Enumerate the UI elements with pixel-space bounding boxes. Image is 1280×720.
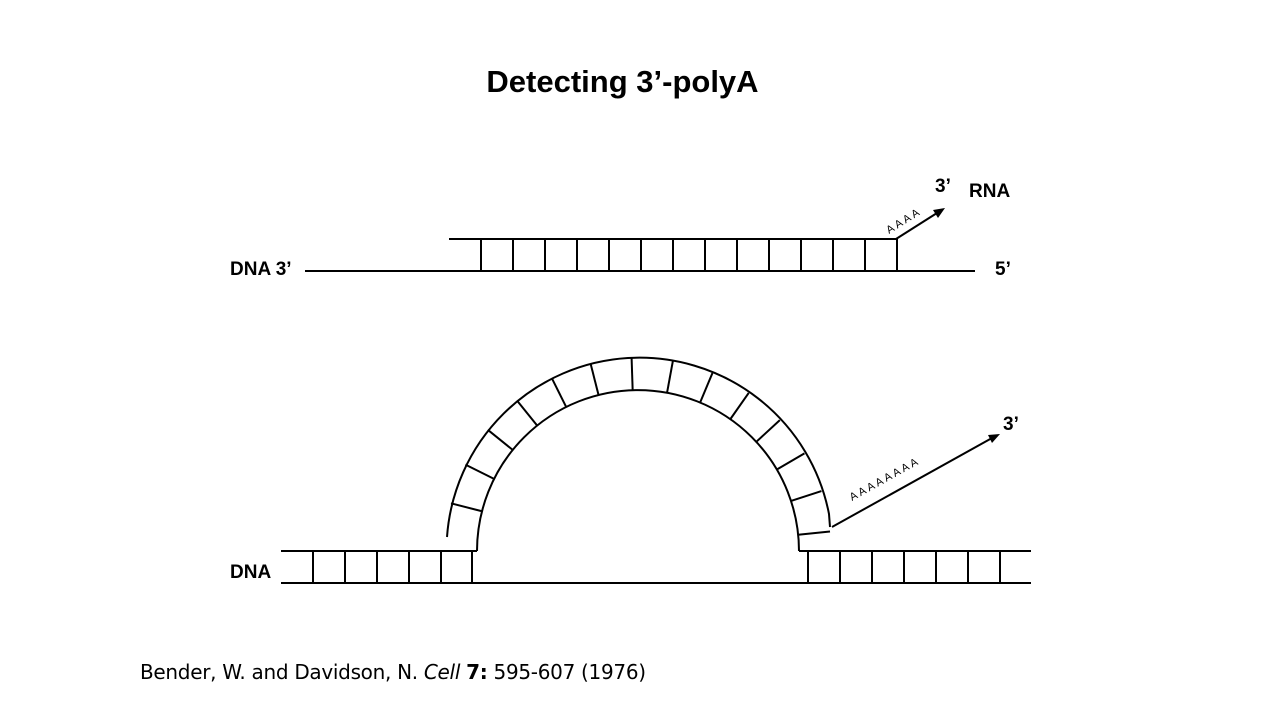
citation-authors: Bender, W. and Davidson, N. xyxy=(140,660,418,684)
rung xyxy=(776,452,805,471)
dna-3-label: DNA 3’ xyxy=(230,259,292,280)
citation-pages: 595-607 (1976) xyxy=(493,660,647,684)
rna-label: RNA xyxy=(969,181,1011,202)
arrowhead xyxy=(988,434,1000,443)
rung xyxy=(630,358,634,391)
polya-tail-arrow xyxy=(895,212,938,240)
citation-volume: 7: xyxy=(466,660,488,684)
r-loop-diagram xyxy=(281,356,1031,584)
arrowhead xyxy=(933,208,945,218)
polya-label-top: AAAA xyxy=(884,206,924,237)
top-hybrid-diagram xyxy=(305,208,975,272)
displaced-dna-loop xyxy=(476,389,800,552)
base-pair-rungs xyxy=(312,358,1001,583)
rung xyxy=(516,399,538,427)
citation-journal: Cell xyxy=(423,660,461,684)
rung xyxy=(550,377,568,408)
citation: Bender, W. and Davidson, N. Cell 7: 595-… xyxy=(140,660,646,684)
rung xyxy=(450,502,483,513)
rung xyxy=(589,363,600,396)
base-pair-rungs xyxy=(480,239,898,271)
rung xyxy=(666,360,674,393)
polya-tail-arrow xyxy=(831,437,993,528)
rung xyxy=(487,429,514,451)
rna-arc xyxy=(446,356,831,538)
dna-5-label: 5’ xyxy=(995,259,1011,280)
rung xyxy=(798,530,831,536)
rung xyxy=(755,419,781,443)
rna-3-label-bottom: 3’ xyxy=(1003,414,1019,435)
rung xyxy=(699,372,714,403)
slide-title: Detecting 3’-polyA xyxy=(486,64,759,99)
rung xyxy=(729,392,750,420)
polya-label-bottom: AAAAAAAA xyxy=(848,455,923,504)
rna-3-label: 3’ xyxy=(935,176,951,197)
dna-label-bottom: DNA xyxy=(230,562,272,583)
rung xyxy=(790,490,822,502)
rung xyxy=(464,463,495,480)
